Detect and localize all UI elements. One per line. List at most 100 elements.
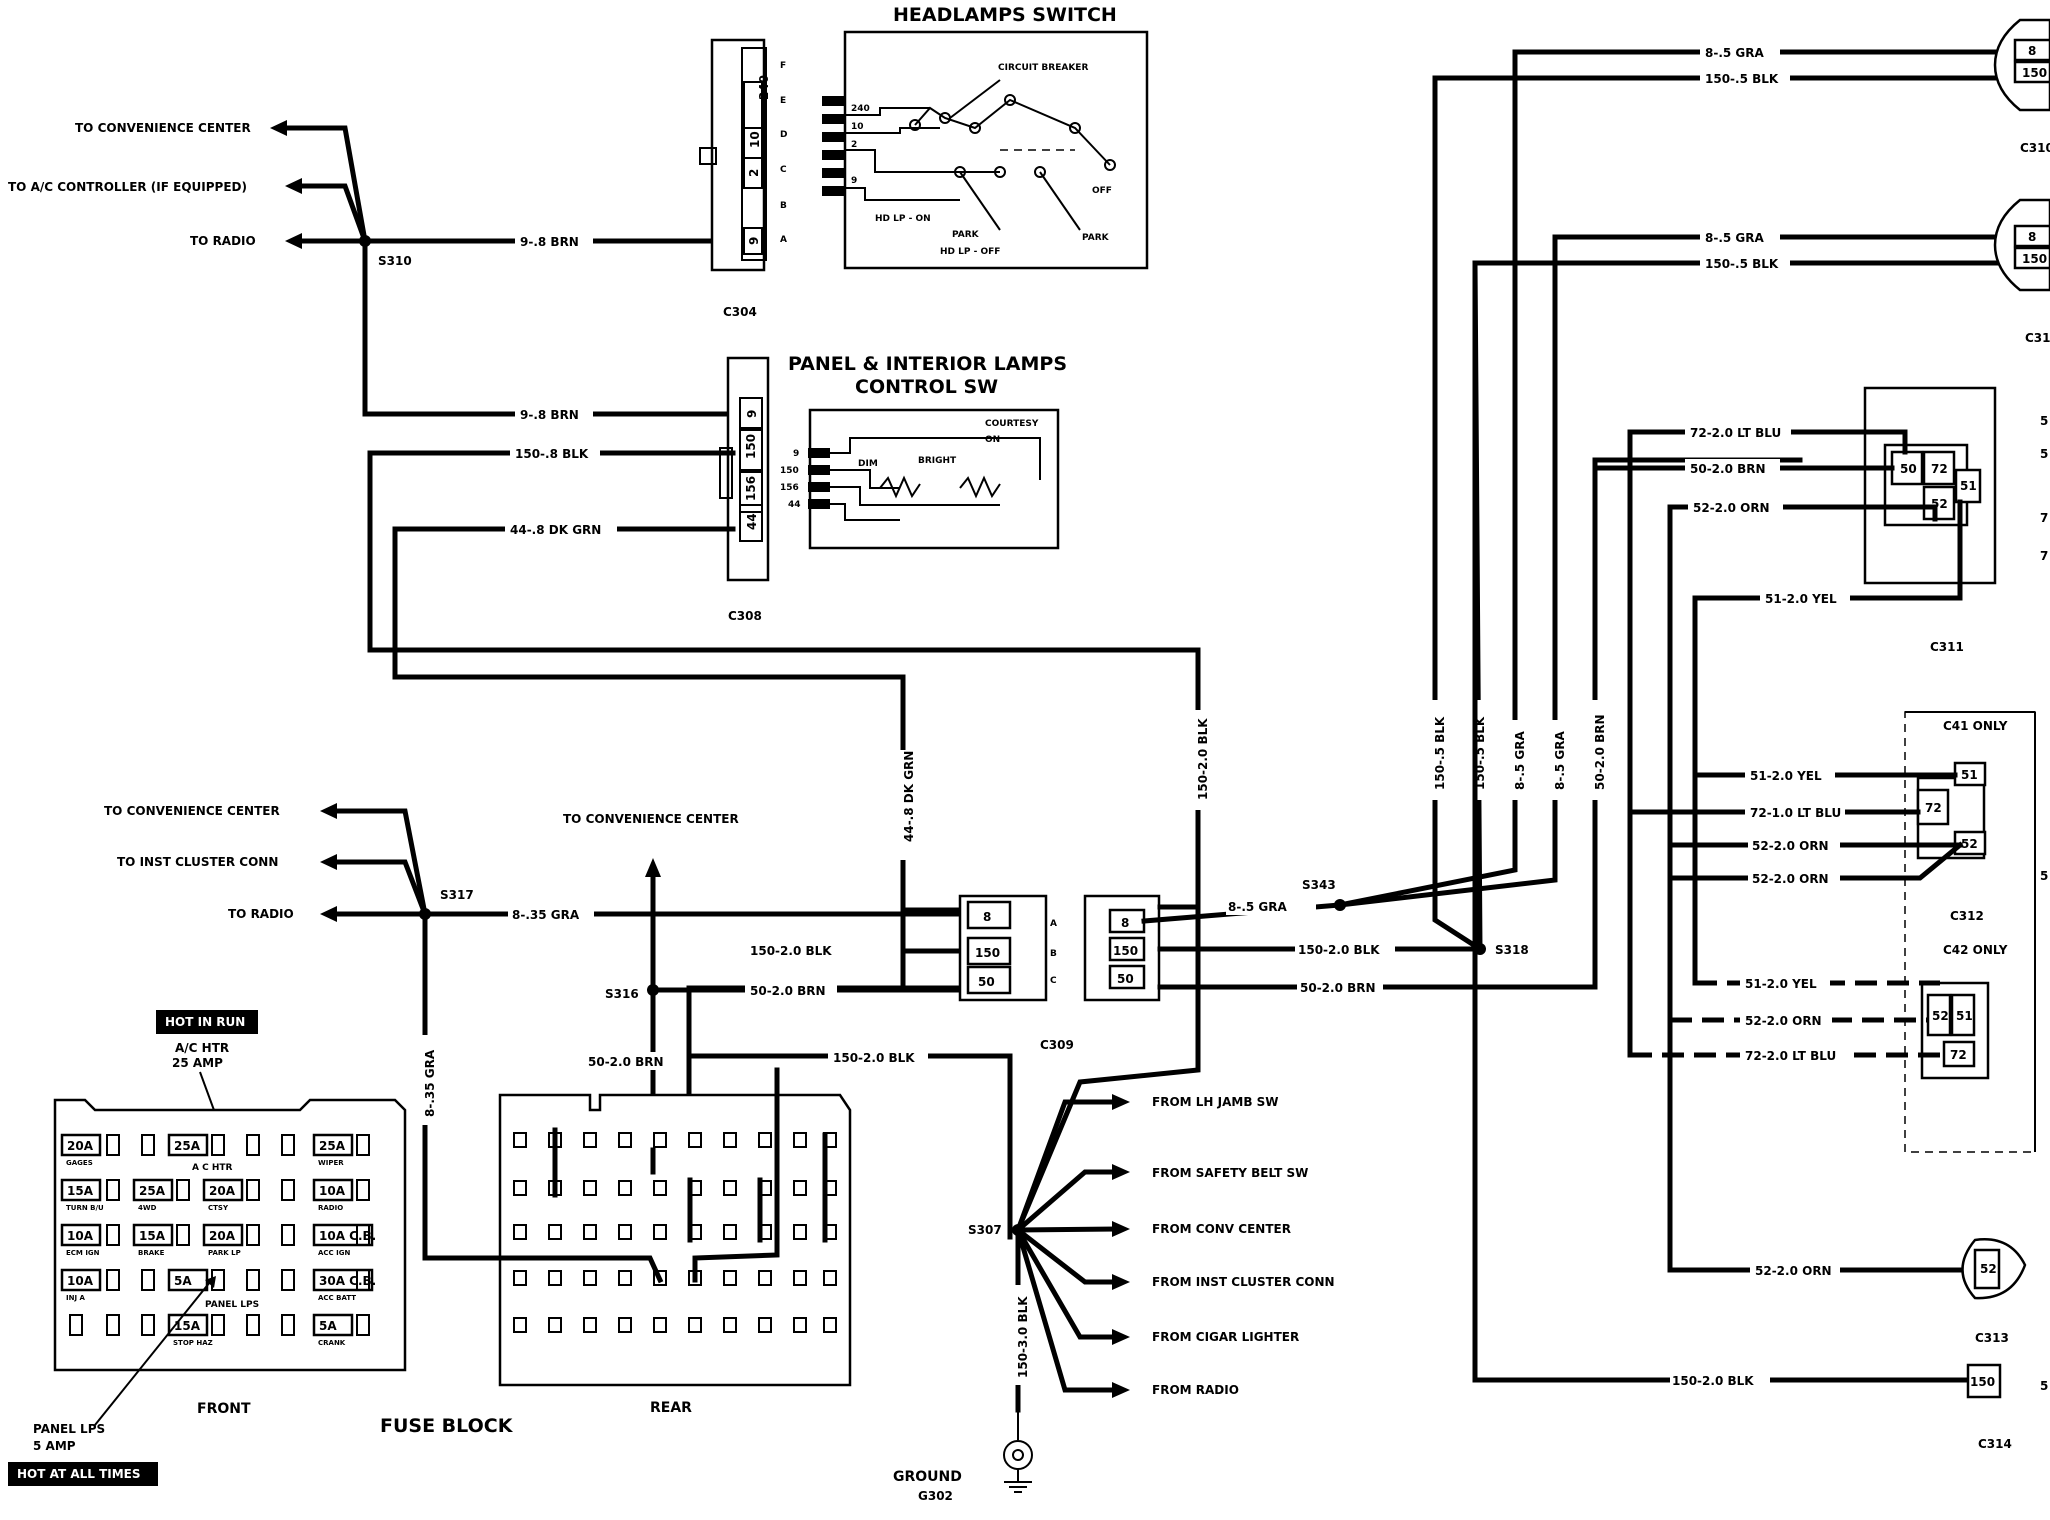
from-radio: FROM RADIO: [1152, 1383, 1239, 1397]
to-conv-center-s316: TO CONVENIENCE CENTER: [563, 812, 739, 826]
rear-terminal: [793, 1132, 807, 1148]
fuse-name: ECM IGN: [66, 1249, 100, 1257]
splice-s343: S343: [1302, 878, 1336, 892]
fuse-value: 5A: [319, 1319, 337, 1333]
right-top-wires: 8-.5 GRA 150-.5 BLK 8-.5 GRA 150-.5 BLK …: [1337, 43, 2043, 990]
c312-cell-52: 52: [1961, 837, 1978, 851]
fuse-slot: [132, 1178, 174, 1202]
from-cigar-lighter: FROM CIGAR LIGHTER: [1152, 1330, 1299, 1344]
rear-terminal: [513, 1317, 527, 1333]
fuse-value: 20A: [209, 1184, 236, 1198]
fuse-name: STOP HAZ: [173, 1339, 213, 1347]
fuse-slot: [202, 1178, 244, 1202]
fuse-slot: [167, 1133, 209, 1157]
ground-id: G302: [918, 1489, 953, 1503]
rear-terminal: [723, 1180, 737, 1196]
c304-pin-f: F: [780, 61, 786, 71]
fuse-name: CTSY: [208, 1204, 229, 1212]
to-conv-center-top: TO CONVENIENCE CENTER: [75, 121, 251, 135]
fuse-value: 10A C.B.: [319, 1229, 376, 1243]
rear-terminal: [548, 1317, 562, 1333]
park-label-2: PARK: [1082, 233, 1110, 243]
rear-terminal: [793, 1317, 807, 1333]
wire-52-20-orn-c312b: 52-2.0 ORN: [1752, 872, 1829, 886]
wire-8-35-gra: 8-.35 GRA: [512, 908, 580, 922]
fuse-terminal: [211, 1134, 225, 1156]
wire-150-blk-08: 150-.8 BLK: [515, 447, 589, 461]
fuse-name: CRANK: [318, 1339, 346, 1347]
fuse-terminal: [246, 1134, 260, 1156]
wire-52-20-orn-c312a: 52-2.0 ORN: [1752, 839, 1829, 853]
wire-8-5-gra-v1: 8-.5 GRA: [1513, 730, 1527, 790]
c310-label-a: C310: [2020, 141, 2050, 155]
fuse-terminal: [176, 1224, 190, 1246]
fuse-terminal: [281, 1134, 295, 1156]
c308-wires: 150-.8 BLK 44-.8 DK GRN 44-.8 DK GRN 150…: [367, 444, 1210, 913]
c309-pin-c: C: [1050, 976, 1057, 986]
fuse-value: 25A: [139, 1184, 166, 1198]
fuse-slot: [312, 1178, 354, 1202]
rear-grid: [513, 1132, 837, 1333]
fuse-value: 10A: [67, 1229, 94, 1243]
rear-terminal: [723, 1132, 737, 1148]
c311-cell-50: 50: [1900, 462, 1917, 476]
margin-num-4: 7: [2040, 549, 2048, 563]
fuse-terminal: [106, 1314, 120, 1336]
splice-s307: S307: [968, 1223, 1002, 1237]
rear-terminal: [758, 1132, 772, 1148]
panel-lamps-title-2: CONTROL SW: [855, 376, 998, 398]
fuse-value: 5A: [174, 1274, 192, 1288]
fuse-terminal: [246, 1269, 260, 1291]
c309-pin-b: B: [1050, 949, 1057, 959]
fuse-name: WIPER: [318, 1159, 344, 1167]
c309-right-8: 8: [1121, 916, 1129, 930]
fuse-slot: [60, 1223, 102, 1247]
c304-cell-9: 9: [747, 237, 761, 245]
c312-label: C312: [1950, 909, 1984, 923]
wire-8-5-gra-top2: 8-.5 GRA: [1705, 231, 1765, 245]
from-lh-jamb: FROM LH JAMB SW: [1152, 1095, 1279, 1109]
fuse-terminal: [281, 1224, 295, 1246]
fuse-name: INJ A: [66, 1294, 86, 1302]
c304-cell-240: 240: [757, 75, 771, 100]
fuse-terminal: [141, 1134, 155, 1156]
wire-72-20-lt-blu-c42: 72-2.0 LT BLU: [1745, 1049, 1836, 1063]
margin-num-2: 5: [2040, 447, 2048, 461]
rear-terminal: [653, 1180, 667, 1196]
fuse-value: 15A: [174, 1319, 201, 1333]
pls-pin-44: 44: [788, 500, 801, 510]
c312-cell-51: 51: [1961, 768, 1978, 782]
fuse-terminal: [356, 1269, 370, 1291]
fuse-value: 30A C.B.: [319, 1274, 376, 1288]
wire-150-20-blk-s318: 150-2.0 BLK: [1298, 943, 1380, 957]
c313-label: C313: [1975, 1331, 2009, 1345]
fuse-name: BRAKE: [138, 1249, 165, 1257]
c311-cell-51: 51: [1960, 479, 1977, 493]
rear-terminal: [618, 1180, 632, 1196]
c311-connector: 50 72 52 51 C311: [1863, 386, 1997, 654]
c309-label: C309: [1040, 1038, 1074, 1052]
ac-htr-label: A/C HTR: [175, 1041, 229, 1055]
c311-wires: 72-2.0 LT BLU 50-2.0 BRN 52-2.0 ORN 51-2…: [1592, 423, 1963, 848]
wire-44-dk-grn-vert: 44-.8 DK GRN: [902, 751, 916, 842]
bright-label: BRIGHT: [918, 456, 957, 466]
on-label: ON: [985, 435, 1000, 445]
margin-num-1: 5: [2040, 414, 2048, 428]
wire-9-brn-mid: 9-.8 BRN: [520, 408, 579, 422]
headlamps-switch-title: HEADLAMPS SWITCH: [893, 4, 1117, 26]
rear-terminal: [723, 1224, 737, 1240]
hls-pin-10: 10: [851, 122, 864, 132]
s316-group: TO CONVENIENCE CENTER S316 150-2.0 BLK 5…: [563, 812, 1013, 1240]
c304-cell-2: 2: [747, 169, 761, 177]
wire-150-20-blk-c314: 150-2.0 BLK: [1672, 1374, 1754, 1388]
c312-cell-72: 72: [1925, 801, 1942, 815]
c308-cell-156: 156: [744, 476, 758, 501]
fuse-value: 20A: [209, 1229, 236, 1243]
c304-label: C304: [723, 305, 757, 319]
fuse-terminal: [281, 1179, 295, 1201]
park-label-1: PARK: [952, 230, 980, 240]
c312b-cell-52: 52: [1932, 1009, 1949, 1023]
wire-72-10-lt-blu: 72-1.0 LT BLU: [1750, 806, 1841, 820]
fuse-value: 10A: [67, 1274, 94, 1288]
rear-terminal: [513, 1180, 527, 1196]
